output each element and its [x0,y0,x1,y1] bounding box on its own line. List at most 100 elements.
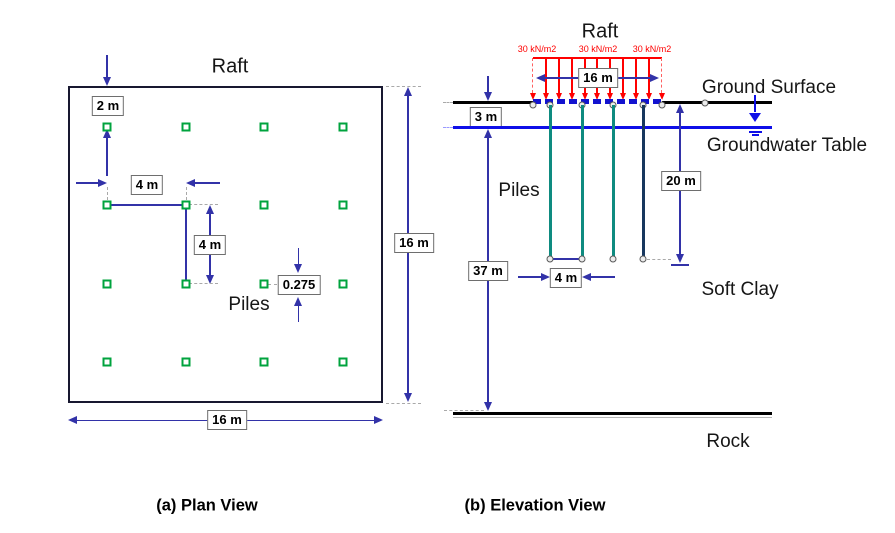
pile-tip-circle [578,255,586,263]
raft-bar-elevation [533,98,662,104]
dim-4mv-ext-top [189,204,218,206]
dim-16me-label: 16 m [578,68,618,88]
soft-clay-label: Soft Clay [701,279,779,300]
gwt-line-dashes [443,126,453,128]
load-arrowhead-icon [632,93,639,100]
dim-4me-line-left [518,276,542,278]
load-label-3: 30 kN/m2 [632,44,672,54]
load-arrow-line [661,58,663,93]
pile-square [181,279,191,288]
rock-label: Rock [706,431,750,452]
pile-shaft [611,105,615,259]
pile-tip-circle [639,255,647,263]
pile-square [338,357,348,367]
caption-elevation-view: (b) Elevation View [464,496,606,515]
ground-line-dashes [443,102,453,103]
pile-square [338,200,348,210]
dim-20m-tick [671,264,689,266]
dim-16mb-label: 16 m [207,410,247,430]
dim-4mh-line-left [76,182,99,184]
pile-square [259,357,269,367]
pile-tip-circle [546,255,554,263]
dim-16me-arrow-right-icon [650,74,659,82]
dim-0275-line-bottom [297,305,299,322]
pile-square [181,122,191,131]
pile-square [102,122,112,131]
pile-shaft [548,105,552,259]
dim-0275-label: 0.275 [277,275,321,295]
dim-0275-line-top [297,248,299,265]
dim-3m-label: 3 m [469,107,503,127]
water-table-tick [754,95,756,112]
pile-square [259,279,269,288]
pile-square [102,200,112,210]
dim-4mh-line-right [195,182,220,184]
dim-4me-label: 4 m [549,268,583,288]
rock-line-shadow [453,417,772,418]
elevation-piles-label: Piles [498,180,540,201]
pile-shaft [580,105,584,259]
load-arrowhead-icon [658,93,665,100]
dim-4mv-label: 4 m [193,235,227,255]
dim-16mr-ext-bottom [386,402,421,404]
raft-outline-plan [68,86,383,403]
pile-square [259,122,269,131]
dim-4me-arrow-right-icon [541,273,550,281]
load-arrowhead-icon [606,93,613,100]
load-arrow-line [558,58,560,93]
load-arrow-line [635,58,637,93]
pile-connector-h [107,204,186,206]
dim-0275-arrow-up-icon [294,297,302,306]
elevation-title: Raft [581,20,619,43]
load-arrowhead-icon [645,93,652,100]
dim-0275-connector [268,283,277,285]
dim-37m-label: 37 m [468,261,508,281]
pile-tip-circle [609,255,617,263]
pile-connector-v [185,205,187,284]
pile-head-circle [701,99,709,106]
load-arrowhead-icon [568,93,575,100]
dim-4mh-ext-left [106,187,108,200]
load-arrow-line [532,58,534,93]
pile-square [181,200,191,210]
plan-title: Raft [211,55,249,78]
pile-square [338,279,348,288]
dim-4mh-ext-right [185,187,187,200]
load-top-line [533,57,662,59]
pile-shaft [641,105,645,259]
dim-16mr-label: 16 m [394,233,434,253]
dim-3m-line-top [487,76,489,93]
dim-20m-ext [647,258,671,260]
dim-16mr-arrow-up-icon [404,87,412,96]
pile-tip-connector [550,258,582,260]
load-label-2: 30 kN/m2 [578,44,618,54]
pile-square [259,200,269,210]
water-table-triangle-icon [749,113,761,122]
caption-plan-view: (a) Plan View [156,496,258,515]
dim-20m-arrow-down-icon [676,254,684,263]
load-arrow-line [571,58,573,93]
dim-4mv-ext-bottom [189,283,218,285]
load-arrowhead-icon [581,93,588,100]
dim-4mv-arrow-up-icon [206,205,214,214]
load-arrowhead-icon [555,93,562,100]
dim-2m-label: 2 m [91,96,125,116]
load-arrowhead-icon [619,93,626,100]
load-label-1: 30 kN/m2 [517,44,557,54]
load-arrowhead-icon [593,93,600,100]
load-arrow-line [622,58,624,93]
dim-37m-arrow-down-icon [484,402,492,411]
dim-2m-line-top [106,55,108,78]
dim-16mb-arrow-right-icon [374,416,383,424]
dim-16mr-arrow-down-icon [404,393,412,402]
load-arrowhead-icon [542,93,549,100]
dim-0275-arrow-down-icon [294,264,302,273]
dim-4mh-arrow-left-icon [186,179,195,187]
dim-16mb-arrow-left-icon [68,416,77,424]
pile-head-circle [529,101,537,108]
dim-4mh-label: 4 m [130,175,164,195]
load-arrow-line [545,58,547,93]
plan-piles-label: Piles [228,294,270,315]
pile-square [102,279,112,288]
